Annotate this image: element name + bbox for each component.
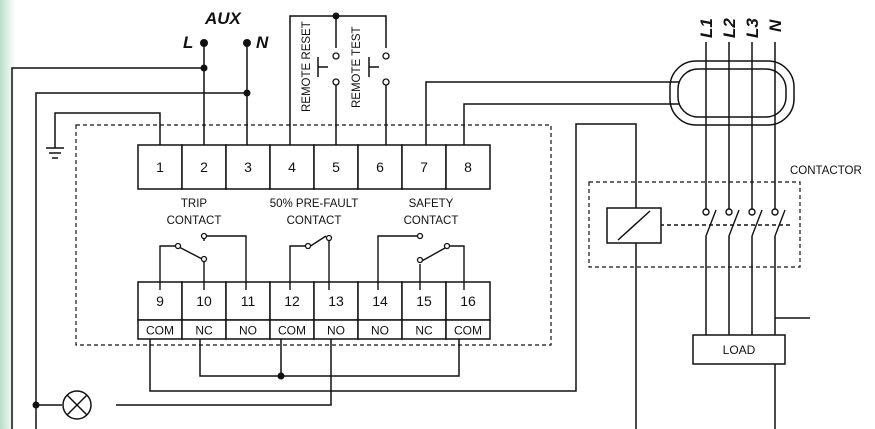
wire-bus bbox=[199, 335, 460, 377]
terminal-bottom-label-1: 9 bbox=[156, 293, 164, 309]
wire-feed-n bbox=[35, 92, 247, 429]
wire-earth bbox=[54, 112, 161, 148]
remote-test-label: REMOTE TEST bbox=[351, 26, 363, 108]
earth-icon bbox=[46, 147, 64, 159]
wire-test-switch bbox=[368, 57, 379, 77]
wire-com-9 bbox=[149, 123, 637, 392]
terminal-top-label-4: 4 bbox=[288, 159, 296, 175]
terminal-bottom-label-4: 12 bbox=[284, 293, 300, 309]
terminal-bottom-box-8 bbox=[445, 281, 491, 321]
trip-contact-title: TRIP bbox=[181, 198, 208, 210]
terminal-top-box-2 bbox=[181, 144, 227, 190]
terminal-bottom-label-2: 10 bbox=[196, 293, 212, 309]
terminal-top-label-7: 7 bbox=[420, 159, 428, 175]
wire-ct-8 bbox=[463, 103, 679, 145]
contact-type-label-3: NO bbox=[239, 324, 257, 338]
bottom-label-row: COM NC NO COM NO NO NC COM bbox=[137, 319, 491, 340]
contact-type-label-7: NC bbox=[415, 324, 433, 338]
terminal-bottom-label-7: 15 bbox=[416, 293, 432, 309]
terminal-top-box-8 bbox=[445, 144, 491, 190]
phase-n bbox=[774, 42, 810, 429]
line-label-l1: L1 bbox=[697, 18, 716, 38]
contact-type-label-5: NO bbox=[327, 324, 345, 338]
load-label: LOAD bbox=[723, 343, 756, 357]
contactor-label: CONTACTOR bbox=[790, 165, 862, 177]
wire-feed-l bbox=[11, 67, 204, 429]
terminal-block-bottom: 9 10 11 12 13 14 15 16 bbox=[137, 281, 491, 321]
remote-switch-contacts bbox=[332, 52, 390, 86]
line-label-l2: L2 bbox=[720, 18, 739, 38]
safety-contact-subtitle: CONTACT bbox=[404, 215, 459, 227]
contact-type-label-4: COM bbox=[278, 324, 306, 338]
terminal-bottom-box-4 bbox=[269, 281, 315, 321]
contactor-poles bbox=[702, 208, 786, 237]
terminal-bottom-box-7 bbox=[401, 281, 447, 321]
lamp-icon bbox=[62, 390, 92, 420]
aux-l-label: L bbox=[183, 33, 193, 52]
terminal-top-label-2: 2 bbox=[200, 159, 208, 175]
aux-title: AUX bbox=[204, 9, 243, 28]
prefault-contact-subtitle: CONTACT bbox=[287, 215, 342, 227]
relay-contacts bbox=[159, 235, 465, 290]
terminal-bottom-box-5 bbox=[313, 281, 359, 321]
terminal-top-label-3: 3 bbox=[244, 159, 252, 175]
terminal-block-top: 1 2 3 4 5 6 7 8 bbox=[137, 144, 491, 190]
prefault-contact-title: 50% PRE-FAULT bbox=[270, 198, 359, 210]
line-label-n: N bbox=[766, 19, 785, 32]
terminal-bottom-label-6: 14 bbox=[372, 293, 388, 309]
contact-type-box-8 bbox=[445, 319, 491, 340]
terminal-top-box-3 bbox=[225, 144, 271, 190]
wire-ct-7 bbox=[425, 81, 679, 145]
wires bbox=[11, 15, 810, 429]
terminal-bottom-label-3: 11 bbox=[241, 293, 256, 309]
current-transformer-icon bbox=[669, 60, 795, 126]
remote-reset-label: REMOTE RESET bbox=[301, 21, 313, 112]
terminal-top-label-1: 1 bbox=[156, 159, 164, 175]
trip-contact-subtitle: CONTACT bbox=[167, 215, 222, 227]
contact-type-label-8: COM bbox=[454, 324, 482, 338]
junction-dots bbox=[32, 12, 340, 409]
contactor-coil-icon bbox=[606, 207, 662, 244]
terminal-top-label-5: 5 bbox=[332, 159, 340, 175]
contact-type-label-2: NC bbox=[195, 324, 213, 338]
safety-contact-title: SAFETY bbox=[409, 198, 454, 210]
terminal-top-label-6: 6 bbox=[376, 159, 384, 175]
terminal-bottom-label-8: 16 bbox=[460, 293, 476, 309]
relay-contact-dots bbox=[174, 232, 451, 264]
aux-n-label: N bbox=[256, 33, 269, 52]
contact-type-label-1: COM bbox=[146, 324, 174, 338]
line-label-l3: L3 bbox=[743, 18, 762, 38]
device-enclosure bbox=[75, 124, 552, 346]
wire-no-13 bbox=[116, 335, 332, 406]
load-box bbox=[692, 334, 786, 365]
contact-type-label-6: NO bbox=[371, 324, 389, 338]
wire-reset-switch bbox=[317, 57, 328, 77]
terminal-bottom-label-5: 13 bbox=[328, 293, 344, 309]
contactor-enclosure bbox=[588, 181, 801, 268]
terminal-top-label-8: 8 bbox=[464, 159, 472, 175]
